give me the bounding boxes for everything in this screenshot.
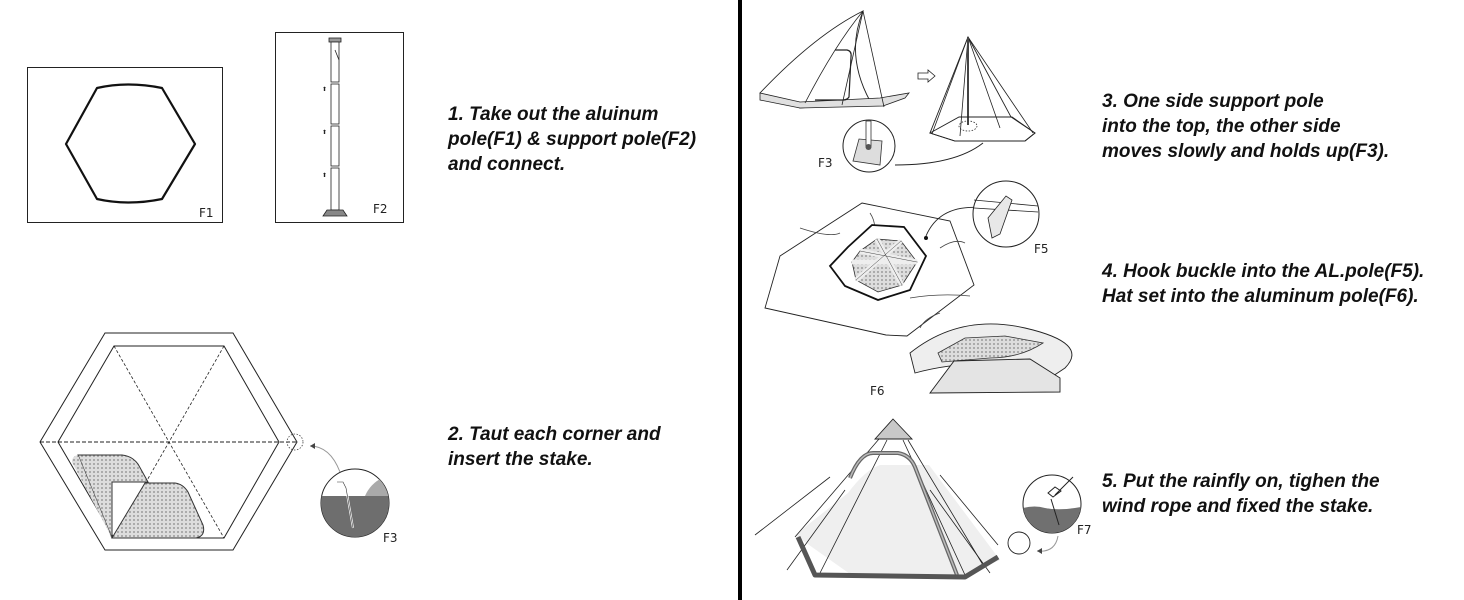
- panel-divider: [738, 0, 742, 600]
- figure-raising-tent: F3: [755, 5, 1075, 175]
- stake-detail-circle: [320, 468, 390, 538]
- figure-f2-support-pole: ⬆ ⬆ ⬆ F2: [275, 32, 405, 224]
- svg-text:⬆: ⬆: [322, 129, 327, 136]
- figure-label-f7: F7: [1077, 523, 1092, 537]
- figure-hook-buckle-and-hat: F5 F6: [760, 178, 1090, 398]
- step-4-instruction: 4. Hook buckle into the AL.pole(F5). Hat…: [1102, 261, 1425, 307]
- step-1-instruction: 1. Take out the aluinum pole(F1) & suppo…: [448, 104, 697, 175]
- svg-text:⬆: ⬆: [322, 86, 327, 93]
- wind-rope-stake-detail-circle: [1022, 474, 1082, 534]
- figure-label-f1: F1: [199, 206, 214, 220]
- svg-text:⬆: ⬆: [322, 172, 327, 179]
- figure-label-f3-left: F3: [383, 531, 398, 545]
- figure-label-f6: F6: [870, 384, 885, 398]
- figure-rainfly-tent: F7: [754, 415, 1095, 585]
- pole-base-detail-circle: [842, 119, 896, 173]
- step-3-instruction: 3. One side support pole into the top, t…: [1102, 91, 1390, 162]
- figure-tent-floor-hexagon: F3: [0, 310, 440, 570]
- figure-label-f2: F2: [373, 202, 388, 216]
- step-2-instruction: 2. Taut each corner and insert the stake…: [448, 424, 661, 470]
- figure-f1-aluminum-pole: F1: [27, 67, 225, 223]
- figure-label-f3-right: F3: [818, 156, 833, 170]
- buckle-detail-circle: [972, 180, 1040, 248]
- figure-label-f5: F5: [1034, 242, 1049, 256]
- step-5-instruction: 5. Put the rainfly on, tighen the wind r…: [1102, 471, 1380, 517]
- tent-hat-detail: [909, 323, 1073, 394]
